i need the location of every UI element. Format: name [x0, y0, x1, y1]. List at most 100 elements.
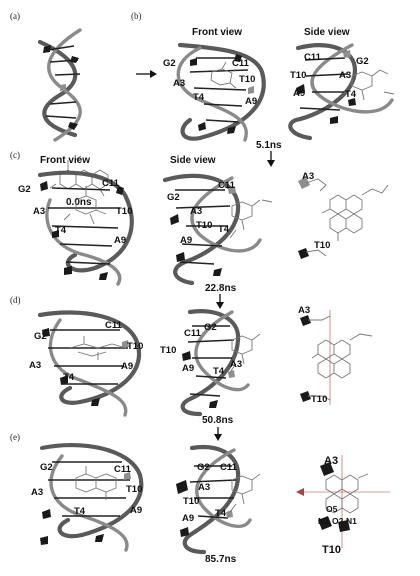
panel-e-front-label-6: A9: [130, 505, 142, 516]
panel-e-atom-4: N1: [346, 516, 357, 526]
panel-e-front-label-1: G2: [40, 462, 53, 473]
panel-c-front-label-6: A9: [114, 235, 126, 246]
panel-a-dna-helix: [37, 28, 82, 142]
panel-d-letter: (d): [10, 295, 21, 305]
panel-e-side-labels: G2 C11 A3 T10 T4 A9: [182, 462, 238, 524]
arrow-a-to-b: [136, 70, 157, 78]
panel-b-front-structure: [176, 42, 266, 142]
panel-d-side-label-4: A3: [230, 359, 242, 370]
panel-e: (e) G2 C11 A3 T10 T4 A9: [10, 432, 390, 565]
panel-d-front-label-5: A9: [121, 361, 133, 372]
panel-d-detail-label-2: T10: [311, 394, 327, 405]
panel-a-time: 0.0ns: [66, 197, 92, 208]
panel-e-time: 85.7ns: [205, 554, 237, 565]
panel-b-side-label-1: C11: [304, 52, 322, 63]
panel-e-front-structure: [39, 442, 144, 552]
panel-b-side-label-5: A9: [293, 88, 305, 99]
panel-d-time: 50.8ns: [202, 415, 234, 426]
panel-e-front-label-3: A3: [31, 487, 43, 498]
panel-c-letter: (c): [10, 150, 20, 160]
panel-d-side-label-5: A9: [182, 363, 194, 374]
panel-a: (a) 0.0ns: [10, 11, 109, 208]
panel-d: (d) C11 G2 T10 A3 A9 T4: [10, 295, 373, 426]
panel-e-side-label-1: G2: [197, 462, 210, 473]
panel-c-detail-label-2: T10: [314, 240, 330, 251]
panel-c-side-label-1: C11: [218, 180, 236, 191]
panel-b-side-label-2: G2: [356, 56, 369, 67]
panel-b-side-label-6: T4: [345, 89, 357, 100]
panel-b-front-label-5: T4: [193, 92, 205, 103]
panel-e-letter: (e): [10, 432, 20, 442]
arrow-c-to-d: [216, 294, 224, 309]
panel-d-front-label-2: G2: [34, 331, 47, 342]
panel-c-front-label-3: A3: [33, 206, 45, 217]
panel-d-front-label-3: T10: [127, 341, 143, 352]
panel-b-side-label-3: T10: [290, 70, 306, 81]
panel-d-side-label-6: T4: [213, 366, 225, 377]
arrow-b-to-c: [267, 151, 275, 167]
panel-b: (b) Front view Side view G2 C11 A3 T10 T…: [131, 11, 395, 151]
panel-b-front-label-4: T10: [239, 74, 255, 85]
panel-b-front-title: Front view: [192, 27, 242, 38]
panel-c-front-label-4: T10: [116, 206, 132, 217]
panel-c: (c) Front view Side view G2 C11 A3 T10 T…: [10, 150, 389, 294]
panel-d-detail: A3 T10: [298, 305, 373, 405]
panel-a-ligand: [49, 155, 109, 197]
panel-c-front-label-2: C11: [102, 178, 120, 189]
panel-e-side-label-3: A3: [198, 482, 210, 493]
panel-b-front-label-6: A9: [245, 96, 257, 107]
panel-e-detail-label-1: A3: [324, 455, 338, 467]
panel-e-side-label-4: T10: [183, 496, 199, 507]
panel-a-letter: (a): [10, 11, 20, 21]
panel-d-front-label-6: T4: [63, 372, 75, 383]
panel-b-side-labels: C11 G2 T10 A3 A9 T4: [290, 52, 369, 100]
panel-c-side-title: Side view: [170, 155, 216, 166]
arrow-d-to-e: [214, 427, 222, 441]
panel-e-front-label-2: C11: [114, 464, 132, 475]
panel-b-front-label-3: A3: [173, 78, 185, 89]
panel-e-front-label-4: T10: [126, 484, 142, 495]
panel-e-front-labels: G2 C11 A3 T10 T4 A9: [31, 462, 142, 517]
panel-c-side-label-2: G2: [167, 192, 180, 203]
panel-d-side-label-3: T10: [160, 345, 176, 356]
panel-b-side-structure: [288, 43, 395, 141]
panel-c-front-labels: G2 C11 A3 T10 T4 A9: [18, 178, 132, 246]
panel-e-atom-1: O5: [326, 504, 338, 514]
panel-b-front-labels: G2 C11 A3 T10 T4 A9: [163, 58, 257, 107]
panel-e-side-label-5: T4: [215, 508, 227, 519]
panel-d-side-labels: G2 C11 T10 A3 A9 T4: [160, 322, 242, 377]
panel-d-front-label-4: A3: [29, 360, 41, 371]
panel-e-side-structure: [176, 445, 261, 555]
panel-e-side-label-6: A9: [182, 513, 194, 524]
panel-c-front-label-1: G2: [18, 184, 31, 195]
panel-c-side-labels: C11 G2 A3 T10 T4 A9: [167, 180, 236, 246]
panel-c-front-structure: [37, 170, 134, 286]
panel-d-front-structure: [37, 310, 142, 417]
panel-d-side-label-2: C11: [184, 328, 202, 339]
panel-b-front-label-1: G2: [163, 58, 176, 69]
panel-d-front-labels: C11 G2 T10 A3 A9 T4: [29, 320, 143, 383]
panel-b-time: 5.1ns: [256, 140, 282, 151]
panel-b-side-title: Side view: [304, 27, 350, 38]
panel-d-front-label-1: C11: [105, 320, 123, 331]
panel-e-atom-3: O2: [332, 516, 344, 526]
panel-b-front-label-2: C11: [232, 58, 250, 69]
panel-c-side-label-6: A9: [180, 235, 192, 246]
panel-c-side-structure: [162, 173, 273, 286]
panel-e-front-label-5: T4: [74, 506, 86, 517]
panel-d-side-label-1: G2: [204, 322, 217, 333]
panel-b-letter: (b): [131, 11, 142, 21]
panel-c-time: 22.8ns: [205, 283, 237, 294]
panel-c-side-label-4: T10: [196, 220, 212, 231]
panel-e-side-label-2: C11: [220, 462, 238, 473]
panel-d-detail-label-1: A3: [298, 305, 310, 316]
panel-c-detail-label-1: A3: [302, 171, 314, 182]
panel-d-side-structure: [180, 309, 261, 417]
panel-c-side-label-3: A3: [190, 206, 202, 217]
panel-c-front-label-5: T4: [55, 225, 67, 236]
panel-e-detail-label-2: T10: [322, 544, 341, 556]
panel-e-atom-2: N3: [318, 516, 329, 526]
panel-b-side-label-4: A3: [339, 70, 351, 81]
panel-e-detail: A3 T10 O5 N3 O2 N1: [296, 455, 390, 556]
